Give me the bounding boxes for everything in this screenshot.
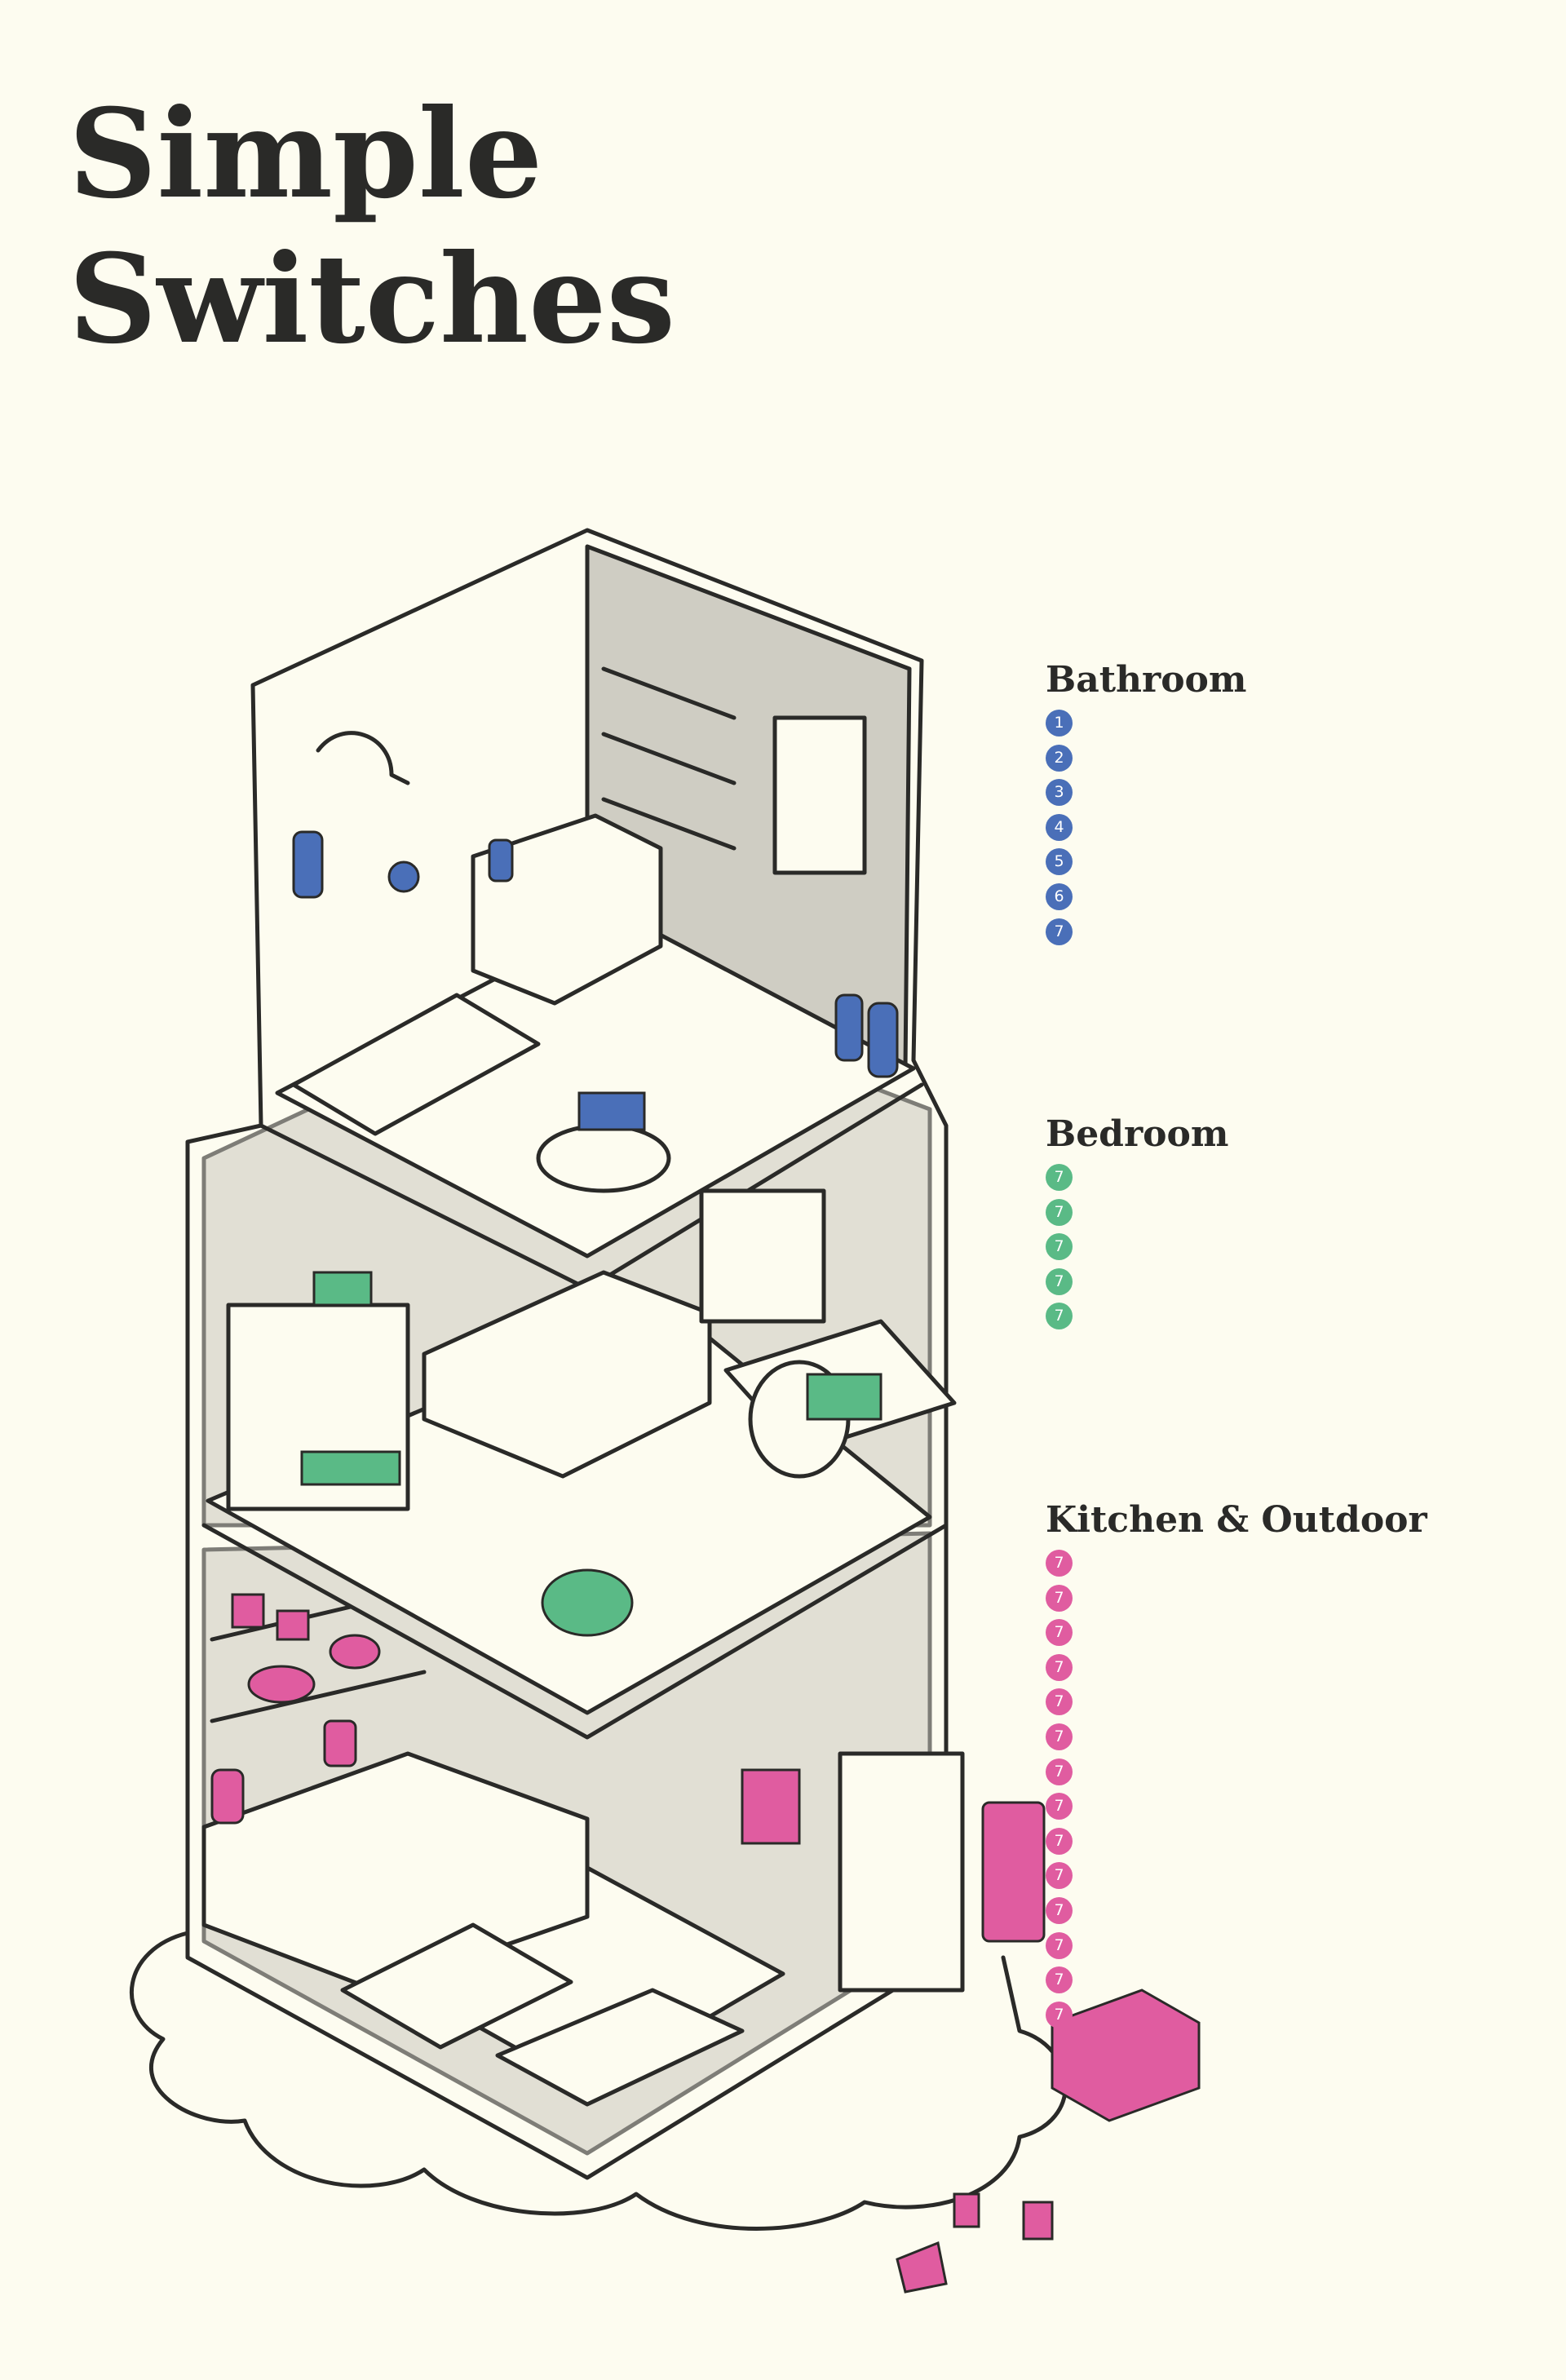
legend-marker: 7	[1046, 1550, 1073, 1577]
legend-marker: 7	[1046, 1862, 1073, 1890]
legend-marker: 7	[1046, 1303, 1073, 1330]
legend-marker: 6	[1046, 883, 1073, 910]
legend-markers-bedroom: 7 7 7 7 7	[1046, 1164, 1228, 1330]
legend-marker: 7	[1046, 2001, 1073, 2028]
legend-marker: 1	[1046, 710, 1073, 737]
legend-marker: 7	[1046, 1619, 1073, 1647]
legend-bathroom: Bathroom 1 2 3 4 5 6 7	[1046, 659, 1246, 953]
legend-markers-kitchen-outdoor: 7 7 7 7 7 7 7 7 7 7 7 7 7 7	[1046, 1550, 1427, 2028]
legend-marker: 7	[1046, 1723, 1073, 1750]
legend-marker: 7	[1046, 1584, 1073, 1612]
legend-marker: 4	[1046, 813, 1073, 841]
legend-marker: 7	[1046, 1164, 1073, 1191]
bathroom-window	[772, 715, 867, 875]
bath-drain-grate	[291, 993, 541, 1136]
title-line-1: Simple	[69, 82, 543, 226]
legend-marker: 7	[1046, 1233, 1073, 1261]
legend-markers-bathroom: 1 2 3 4 5 6 7	[1046, 710, 1246, 945]
kitchen-rug	[340, 1922, 573, 2050]
legend-heading-bathroom: Bathroom	[1046, 659, 1247, 701]
legend-heading-kitchen-outdoor: Kitchen & Outdoor	[1046, 1499, 1427, 1541]
shower-head	[316, 731, 410, 785]
bed	[422, 1270, 712, 1479]
legend-marker: 7	[1046, 1198, 1073, 1226]
kitchen-outdoor-items	[210, 1593, 1201, 2294]
bedroom-items	[300, 1271, 883, 1637]
legend-bedroom: Bedroom 7 7 7 7 7	[1046, 1113, 1228, 1338]
bathroom-items	[292, 830, 899, 1131]
legend-marker: 5	[1046, 848, 1073, 876]
kitchen-table	[495, 1988, 745, 2107]
page-title: Simple Switches	[69, 82, 675, 372]
legend-marker: 7	[1046, 1966, 1073, 1994]
legend-marker: 7	[1046, 1267, 1073, 1295]
title-line-2: Switches	[69, 228, 675, 371]
kitchen-counter	[201, 1751, 590, 1993]
legend-marker: 7	[1046, 1653, 1073, 1681]
legend-marker: 7	[1046, 1688, 1073, 1716]
legend-marker: 7	[1046, 1758, 1073, 1785]
legend-marker: 7	[1046, 918, 1073, 945]
legend-heading-bedroom: Bedroom	[1046, 1113, 1229, 1155]
legend-marker: 7	[1046, 1827, 1073, 1855]
legend-marker: 7	[1046, 1931, 1073, 1959]
toilet	[536, 1123, 671, 1193]
legend-marker: 3	[1046, 779, 1073, 807]
legend-marker: 2	[1046, 744, 1073, 772]
legend-marker: 7	[1046, 1896, 1073, 1924]
bathroom-vanity	[471, 813, 663, 1006]
legend-kitchen-outdoor: Kitchen & Outdoor 7 7 7 7 7 7 7 7 7 7 7 …	[1046, 1499, 1427, 2036]
legend-marker: 7	[1046, 1793, 1073, 1820]
bedroom-window	[699, 1188, 826, 1324]
front-door	[838, 1751, 965, 1993]
